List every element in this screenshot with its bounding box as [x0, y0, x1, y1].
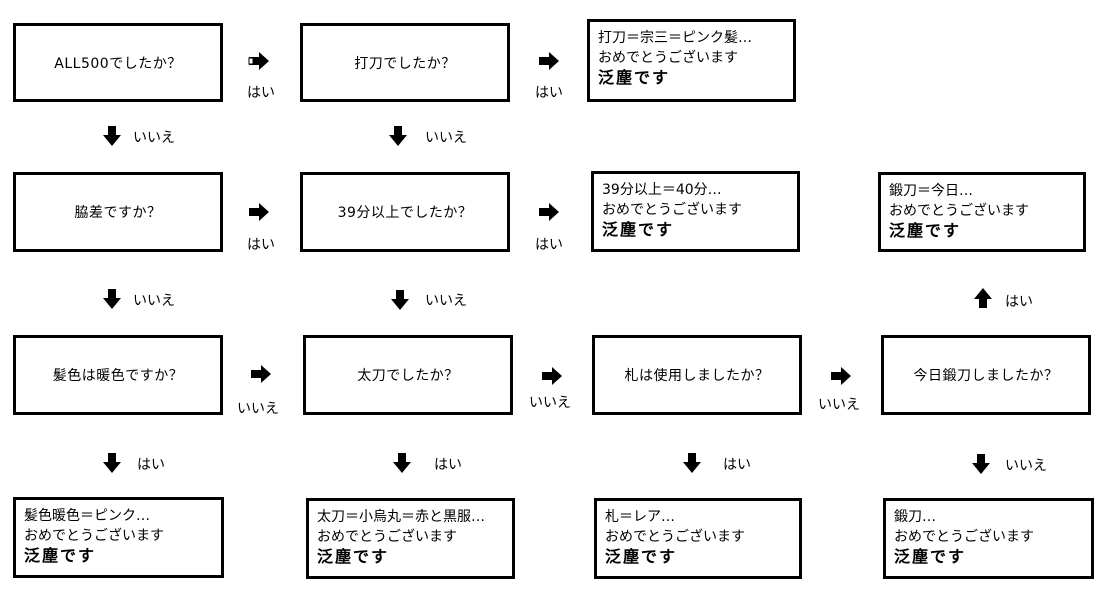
question-q6: 太刀でしたか？ [303, 335, 513, 415]
question-text: 札は使用しましたか？ [624, 368, 770, 384]
label-yes: はい [247, 237, 275, 253]
arrow-right-icon [247, 202, 271, 222]
question-text: 39分以上でしたか？ [337, 205, 473, 221]
label-no: いいえ [133, 293, 175, 309]
result-condition: 太刀＝小烏丸＝赤と黒服… [317, 509, 485, 525]
result-condition: 札＝レア… [605, 509, 675, 525]
result-congrats: おめでとうございます [598, 50, 738, 66]
question-q8: 今日鍛刀しましたか？ [881, 335, 1091, 415]
result-condition: 打刀＝宗三＝ピンク髪… [598, 30, 752, 46]
result-r2: 39分以上＝40分… おめでとうございます 泛塵です [591, 171, 800, 252]
result-answer: 泛塵です [24, 546, 97, 565]
label-yes: はい [137, 457, 165, 473]
arrow-up-icon [973, 287, 993, 309]
arrow-right-icon [537, 51, 561, 71]
question-q4: 39分以上でしたか？ [300, 172, 510, 252]
label-yes: はい [535, 237, 563, 253]
arrow-down-icon [682, 452, 702, 474]
label-yes: はい [434, 457, 462, 473]
label-no: いいえ [425, 293, 467, 309]
result-answer: 泛塵です [598, 68, 671, 87]
arrow-right-icon [540, 366, 564, 386]
result-r6: 札＝レア… おめでとうございます 泛塵です [594, 498, 802, 579]
result-congrats: おめでとうございます [602, 202, 742, 218]
question-text: 脇差ですか？ [74, 205, 162, 221]
question-q7: 札は使用しましたか？ [592, 335, 802, 415]
label-yes: はい [1005, 294, 1033, 310]
label-no: いいえ [1005, 458, 1047, 474]
arrow-down-icon [388, 125, 408, 147]
label-yes: はい [723, 457, 751, 473]
result-r1: 打刀＝宗三＝ピンク髪… おめでとうございます 泛塵です [587, 19, 796, 102]
result-congrats: おめでとうございます [894, 529, 1034, 545]
arrow-right-icon [249, 364, 273, 384]
result-congrats: おめでとうございます [605, 529, 745, 545]
question-q2: 打刀でしたか？ [300, 23, 510, 102]
result-answer: 泛塵です [889, 221, 962, 240]
arrow-right-icon [537, 202, 561, 222]
question-text: 今日鍛刀しましたか？ [913, 368, 1059, 384]
question-text: 打刀でしたか？ [354, 55, 456, 72]
arrow-down-icon [102, 452, 122, 474]
result-condition: 39分以上＝40分… [602, 182, 722, 198]
result-answer: 泛塵です [894, 547, 967, 566]
label-no: いいえ [818, 397, 860, 413]
label-no: いいえ [237, 401, 279, 417]
result-congrats: おめでとうございます [889, 203, 1029, 219]
result-r3: 鍛刀＝今日… おめでとうございます 泛塵です [878, 172, 1086, 252]
result-answer: 泛塵です [602, 220, 675, 239]
label-yes: はい [535, 85, 563, 101]
result-answer: 泛塵です [317, 547, 390, 566]
question-q1: ALL500でしたか？ [13, 23, 223, 102]
label-no: いいえ [529, 395, 571, 411]
result-r4: 髪色暖色＝ピンク… おめでとうございます 泛塵です [13, 497, 224, 578]
arrow-right-icon [829, 366, 853, 386]
result-condition: 髪色暖色＝ピンク… [24, 508, 150, 524]
result-congrats: おめでとうございます [24, 528, 164, 544]
result-congrats: おめでとうございます [317, 529, 457, 545]
question-text: ALL500でしたか？ [54, 55, 182, 72]
arrow-down-icon [971, 453, 991, 475]
label-yes: はい [247, 85, 275, 101]
arrow-right-icon [247, 51, 271, 71]
arrow-down-icon [390, 289, 410, 311]
question-q3: 脇差ですか？ [13, 172, 223, 252]
result-condition: 鍛刀＝今日… [889, 183, 973, 199]
result-condition: 鍛刀… [894, 509, 936, 525]
label-no: いいえ [133, 130, 175, 146]
question-q5: 髪色は暖色ですか？ [13, 335, 223, 415]
result-answer: 泛塵です [605, 547, 678, 566]
arrow-down-icon [102, 288, 122, 310]
label-no: いいえ [425, 130, 467, 146]
arrow-down-icon [102, 125, 122, 147]
result-r7: 鍛刀… おめでとうございます 泛塵です [883, 498, 1094, 579]
question-text: 髪色は暖色ですか？ [52, 368, 184, 384]
question-text: 太刀でしたか？ [357, 368, 459, 384]
result-r5: 太刀＝小烏丸＝赤と黒服… おめでとうございます 泛塵です [306, 498, 515, 579]
arrow-down-icon [392, 452, 412, 474]
